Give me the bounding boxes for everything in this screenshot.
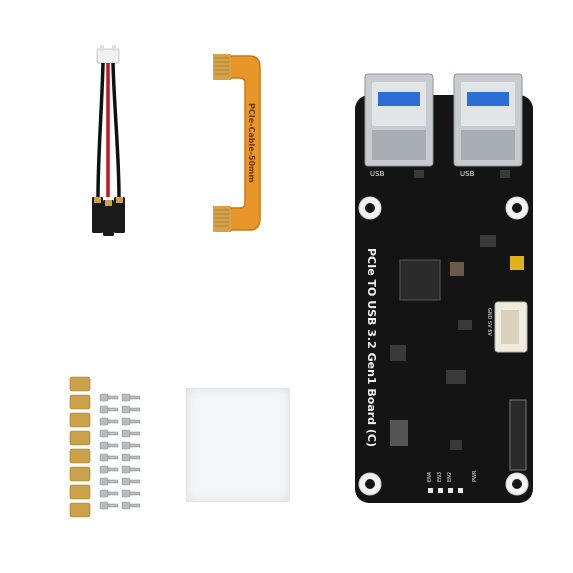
pcb [355,95,533,503]
brass-standoff [69,502,91,518]
brass-standoff [69,466,91,482]
bottom-label-en3: EN3 [437,472,443,482]
controller-chip [399,259,441,301]
fpc-contacts-bottom [213,206,231,232]
bottom-label-en4: EN4 [427,472,433,482]
fpc-connector [509,399,527,471]
brass-standoff [69,376,91,392]
usb-port [364,73,434,167]
screw [121,453,141,462]
screw [99,501,119,510]
connector-label: GND 5V 5V [486,308,492,336]
acrylic-plate [186,388,290,502]
screw [121,477,141,486]
bottom-label-en2: EN2 [447,472,453,482]
screw [99,405,119,414]
screw [121,489,141,498]
screw [121,465,141,474]
screw [121,417,141,426]
screw [121,405,141,414]
usb-port [453,73,523,167]
screw [99,429,119,438]
screw [121,501,141,510]
screw [121,441,141,450]
brass-standoff [69,412,91,428]
pcie-fpc-cable: PCIe-Cable-50mm [213,54,261,232]
brass-standoff [69,430,91,446]
cable-label: PCIe-Cable-50mm [247,103,256,183]
screw [121,429,141,438]
screw [99,393,119,402]
screw [99,441,119,450]
yellow-component [510,256,524,270]
usb-label-2: USB [460,170,475,178]
screw [99,453,119,462]
screw [99,489,119,498]
power-cable [92,45,125,236]
screw [99,417,119,426]
standoffs [69,376,91,518]
screw [99,465,119,474]
usb-label-1: USB [370,170,385,178]
fpc-contacts-top [213,54,231,80]
screw [121,393,141,402]
board-title: PCIe TO USB 3.2 Gen1 Board (C) [365,248,378,447]
screw [99,477,119,486]
dupont-connector [92,197,103,233]
screws [99,393,141,510]
brass-standoff [69,394,91,410]
brass-standoff [69,484,91,500]
usb-board: USB USB PCIe TO USB 3.2 Gen1 Board (C) G… [355,73,533,503]
bottom-label-pwr: PWR [472,470,478,482]
brass-standoff [69,448,91,464]
jst-connector [96,48,120,64]
